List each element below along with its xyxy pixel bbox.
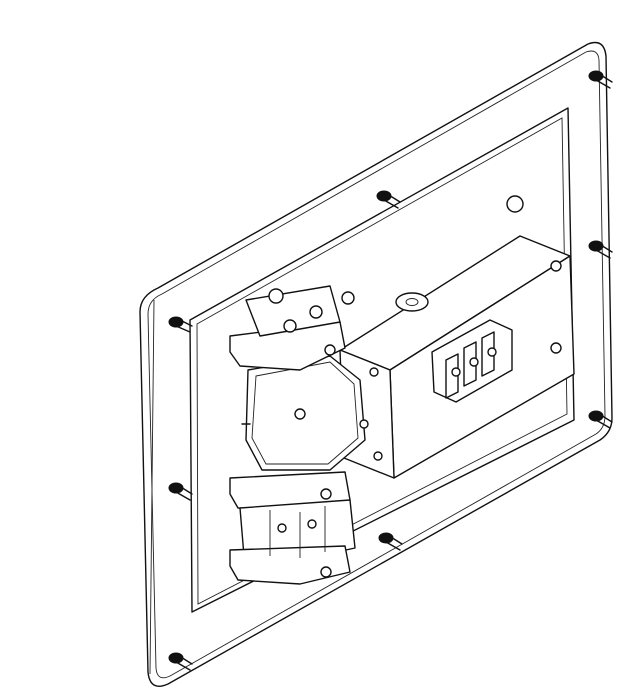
terminal-block (431, 319, 513, 403)
stud (376, 190, 401, 209)
switch-assembly (229, 285, 369, 585)
stud (588, 410, 613, 429)
stud (168, 652, 193, 671)
stud (588, 70, 613, 89)
stud (378, 532, 403, 551)
mounting-studs (168, 70, 613, 671)
stud (168, 316, 193, 333)
panel-opening (189, 107, 575, 613)
stud (168, 482, 193, 501)
stud (588, 240, 613, 259)
